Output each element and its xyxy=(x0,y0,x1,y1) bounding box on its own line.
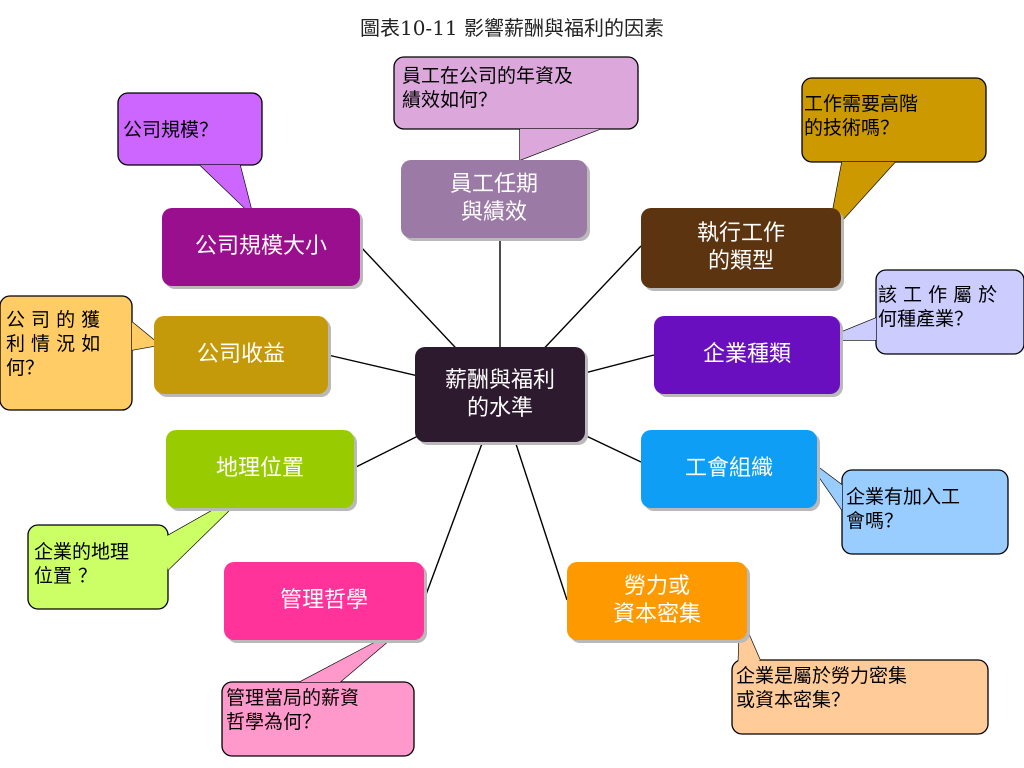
factor-node-profit: 公司收益 xyxy=(154,316,328,394)
question-text-philosophy: 管理當局的薪資 哲學為何？ xyxy=(226,687,360,733)
question-text-labor: 企業是屬於勞力密集 或資本密集？ xyxy=(736,665,908,711)
factor-node-tenure: 員工任期 與績效 xyxy=(401,160,587,238)
question-bubble-profit xyxy=(0,295,162,411)
question-text-profit: 公 司 的 獲 利 情 況 如 何？ xyxy=(6,309,101,379)
question-text-company-size: 公司規模？ xyxy=(123,119,219,141)
question-text-union: 企業有加入工 會嗎？ xyxy=(846,486,961,532)
question-bubble-location xyxy=(27,487,253,610)
question-text-job-type: 工作需要高階 的技術嗎？ xyxy=(804,93,919,139)
question-bubble-tenure xyxy=(393,56,639,161)
factor-node-job-type: 執行工作 的類型 xyxy=(641,208,841,288)
factor-node-company-size: 公司規模大小 xyxy=(162,208,360,286)
factor-node-industry: 企業種類 xyxy=(654,316,840,394)
factor-node-location: 地理位置 xyxy=(166,430,354,508)
question-text-location: 企業的地理 位置 ？ xyxy=(34,541,130,587)
factor-node-union: 工會組織 xyxy=(641,430,817,508)
diagram-title: 圖表10-11 影響薪酬與福利的因素 xyxy=(359,16,664,40)
factor-node-philosophy: 管理哲學 xyxy=(224,562,424,640)
center-node: 薪酬與福利 的水準 xyxy=(415,347,585,442)
question-text-industry: 該 工 作 屬 於 何種產業？ xyxy=(878,284,998,330)
question-bubble-job-type xyxy=(801,77,987,239)
question-bubble-philosophy xyxy=(221,625,415,757)
question-text-tenure: 員工在公司的年資及 績效如何？ xyxy=(402,65,574,111)
factor-node-labor: 勞力或 資本密集 xyxy=(567,562,747,640)
question-bubble-company-size xyxy=(117,92,263,219)
